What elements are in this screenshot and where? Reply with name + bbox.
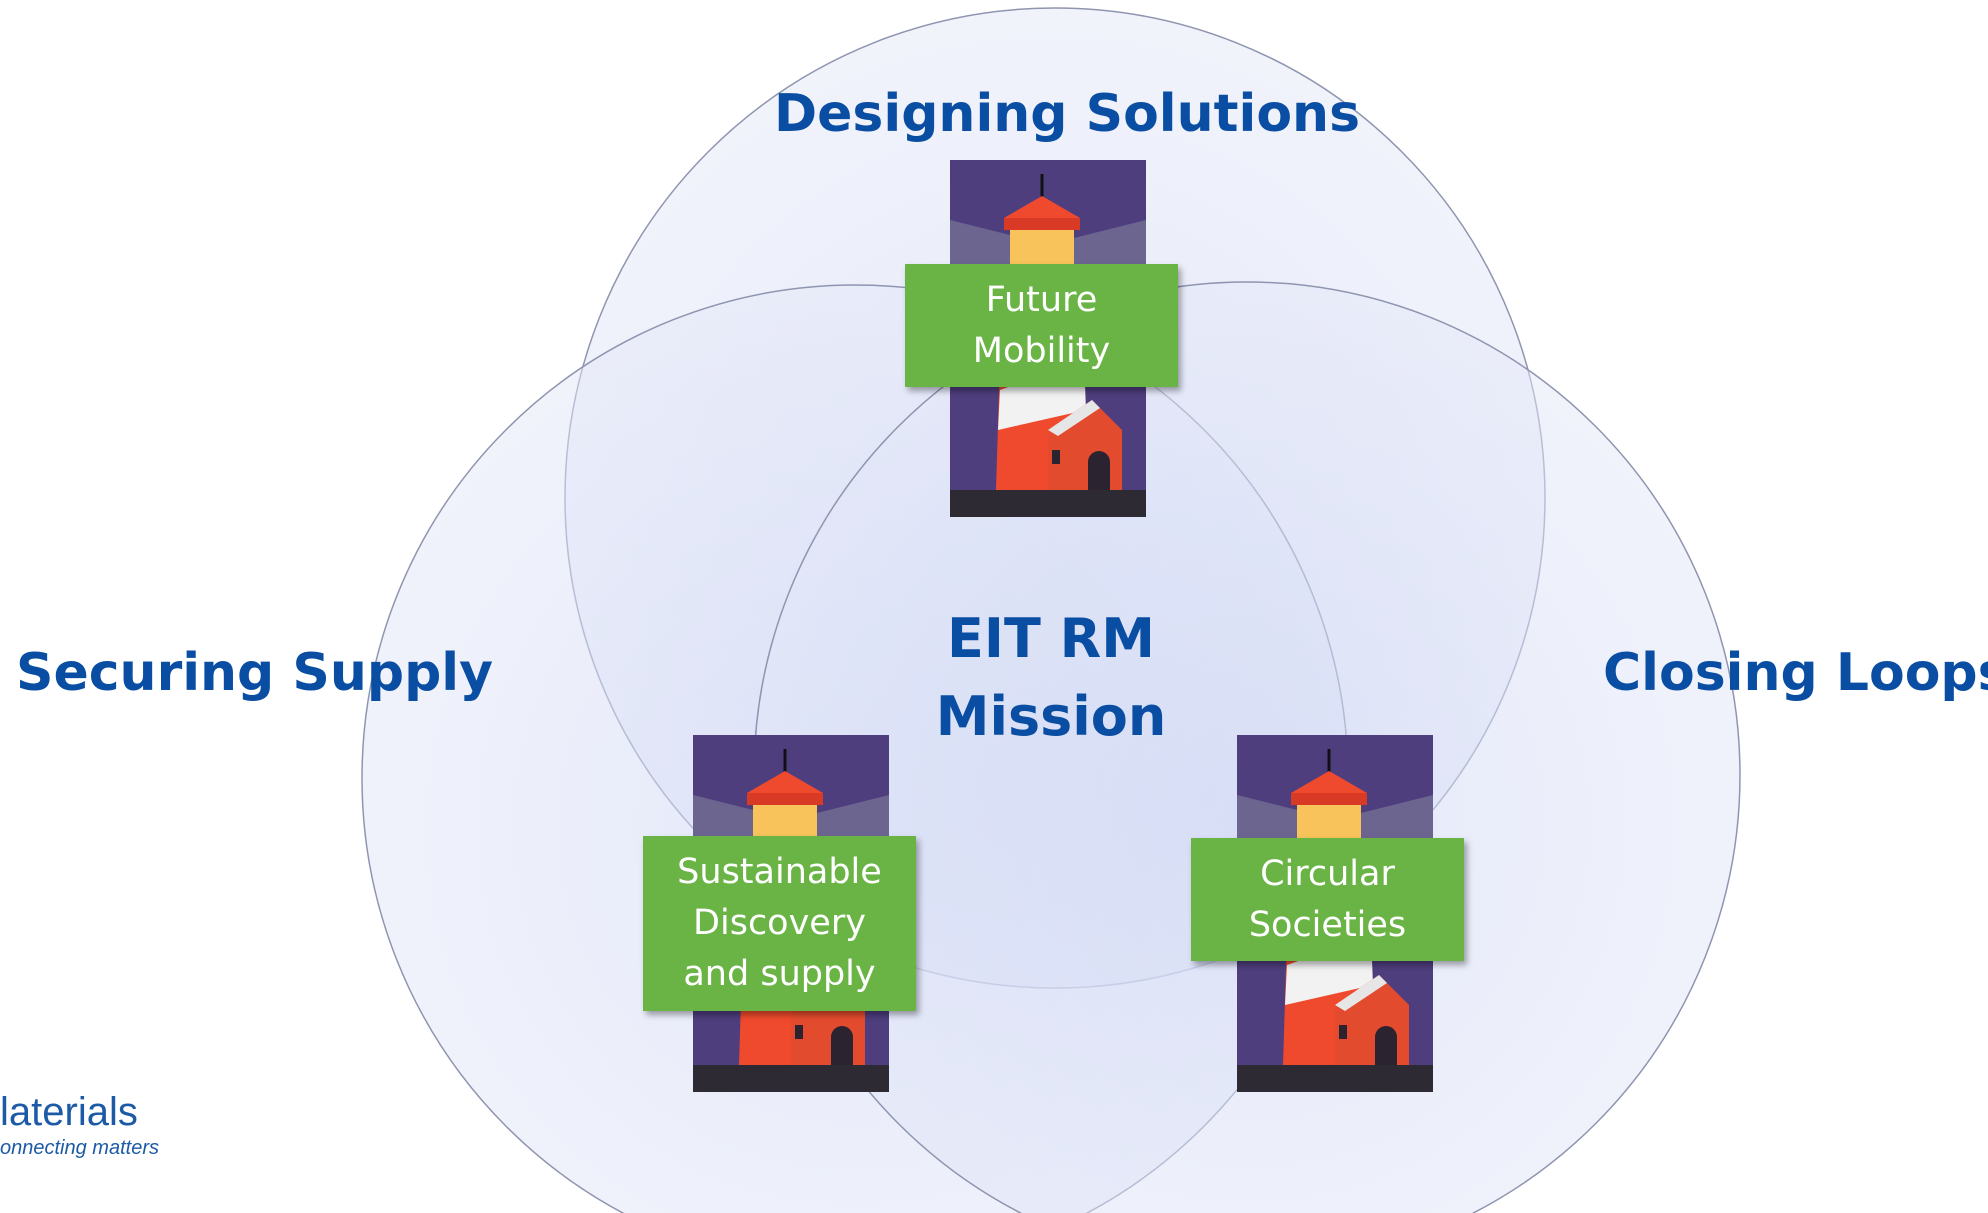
logo-tagline: onnecting matters [0, 1137, 159, 1159]
circle-title-securing-supply: Securing Supply [16, 643, 494, 703]
lighthouse-label-text: Circular Societies [1248, 853, 1407, 945]
lighthouse-label-sustainable-discovery: Sustainable Discovery and supply [643, 836, 916, 1011]
center-mission-text: EIT RM Mission [935, 607, 1167, 748]
circle-title-designing-solutions: Designing Solutions [774, 84, 1361, 144]
circle-title-closing-loops: Closing Loops [1603, 643, 1988, 703]
center-mission-title: EIT RM Mission [916, 600, 1186, 756]
logo-wordmark: laterials [0, 1090, 138, 1134]
lighthouse-label-future-mobility: Future Mobility [905, 264, 1178, 387]
lighthouse-label-text: Future Mobility [972, 279, 1111, 371]
eit-rawmaterials-logo: laterials onnecting matters [0, 1090, 159, 1160]
lighthouse-label-text: Sustainable Discovery and supply [677, 852, 882, 994]
lighthouse-label-circular-societies: Circular Societies [1191, 838, 1464, 961]
